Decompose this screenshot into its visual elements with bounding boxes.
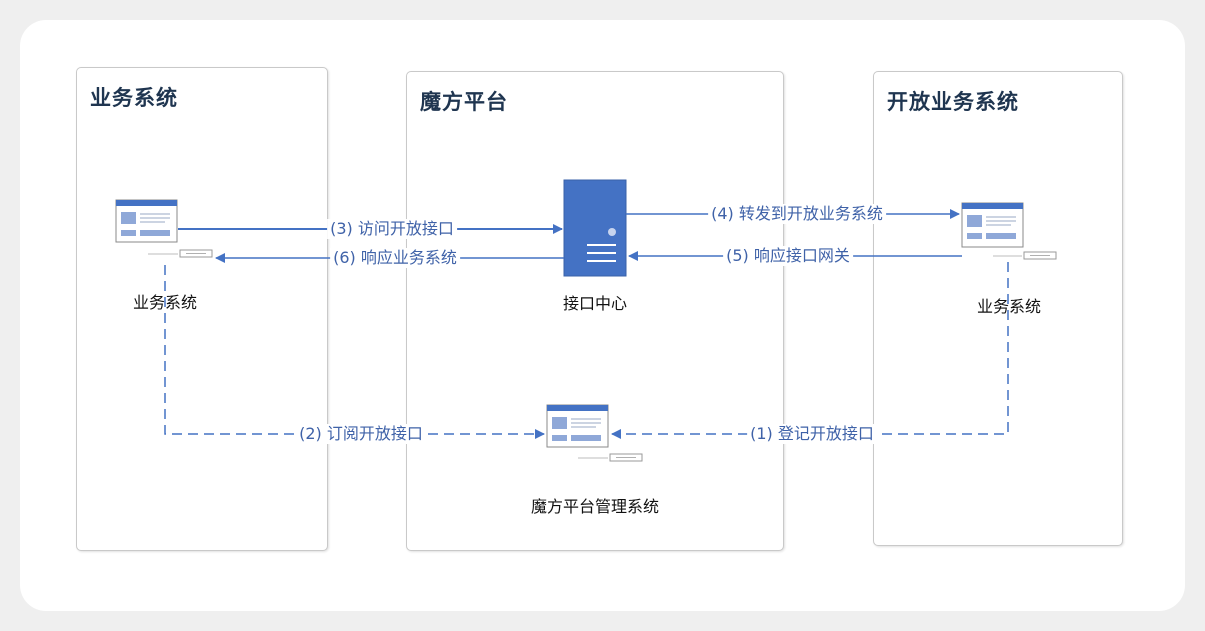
panel-mofang-platform: 魔方平台 (406, 71, 784, 551)
server-box-icon (578, 453, 643, 462)
edge-line-1 (611, 262, 1009, 439)
server-box-icon (148, 249, 213, 258)
node-label-open-business-system: 业务系统 (976, 297, 1042, 316)
panel-title-business-system: 业务系统 (90, 86, 178, 110)
edge-label-6: (6) 响应业务系统 (330, 248, 460, 268)
edge-label-5: (5) 响应接口网关 (723, 246, 853, 266)
web-app-icon (115, 199, 178, 243)
edge-label-4: (4) 转发到开放业务系统 (708, 204, 886, 224)
web-app-icon (546, 404, 609, 448)
node-label-business-system: 业务系统 (132, 293, 198, 312)
node-label-mgmt-system: 魔方平台管理系统 (530, 497, 660, 516)
edge-label-1: (1) 登记开放接口 (747, 424, 877, 444)
panel-open-business-system: 开放业务系统 (873, 71, 1123, 546)
panel-title-mofang-platform: 魔方平台 (420, 90, 508, 114)
server-box-icon (993, 251, 1057, 260)
web-app-icon (961, 202, 1024, 248)
panel-business-system: 业务系统 (76, 67, 328, 551)
server-icon (563, 179, 627, 277)
node-label-interface-center: 接口中心 (562, 294, 628, 313)
edge-label-2: (2) 订阅开放接口 (296, 424, 426, 444)
edge-label-3: (3) 访问开放接口 (327, 219, 457, 239)
edge-line-2 (164, 265, 545, 439)
panel-title-open-business-system: 开放业务系统 (887, 90, 1019, 114)
